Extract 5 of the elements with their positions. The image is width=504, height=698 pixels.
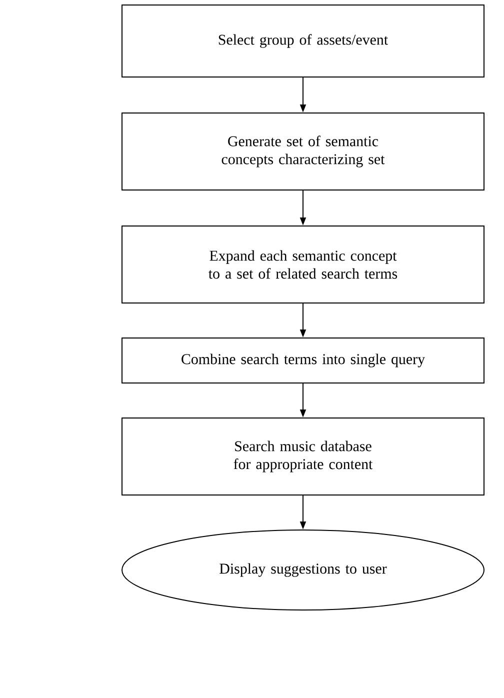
process-box: Expand each semantic concept to a set of related search terms (122, 226, 484, 304)
process-box: Search music database for appropriate content (122, 418, 484, 496)
process-box: Select group of assets/event (122, 4, 484, 78)
process-box: Generate set of semantic concepts characterizing set (122, 112, 484, 190)
process-box: Combine search terms into single query (122, 338, 484, 384)
